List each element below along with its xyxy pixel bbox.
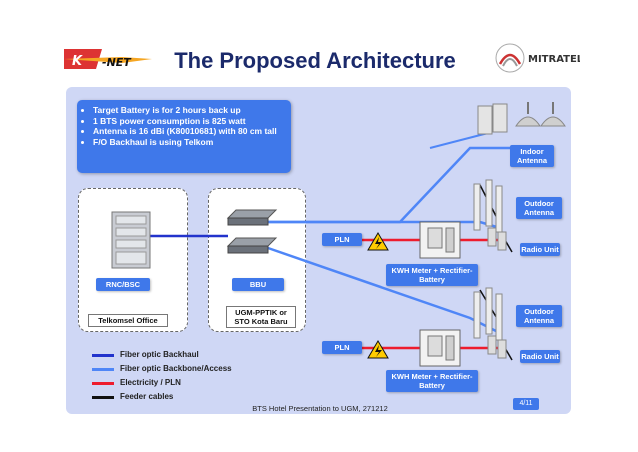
bbu-unit-icon	[226, 209, 278, 254]
pln-label: PLN	[322, 233, 362, 246]
legend-line-fiber-backhaul	[92, 354, 114, 357]
kwh-meter-label: KWH Meter + Rectifier-Battery	[386, 370, 478, 392]
footer-text: BTS Hotel Presentation to UGM, 271212	[252, 404, 388, 413]
mitratel-logo: MITRATEL	[488, 40, 584, 76]
electricity-warning-icon	[367, 340, 389, 359]
legend-line-feeder	[92, 396, 114, 399]
page-number: 4/11	[513, 398, 539, 410]
legend-label: Feeder cables	[120, 392, 174, 401]
rnc-bsc-rack-icon	[111, 211, 151, 269]
ugm-label: UGM-PPTIK or STO Kota Baru	[226, 306, 296, 328]
svg-text:MITRATEL: MITRATEL	[528, 54, 580, 65]
svg-text:K: K	[72, 54, 83, 69]
notes-box: Target Battery is for 2 hours back up 1 …	[77, 100, 291, 173]
radio-unit-label: Radio Unit	[520, 350, 560, 363]
kwh-cabinet-icon	[419, 329, 461, 367]
indoor-antenna-icon	[477, 102, 566, 135]
outdoor-antenna-icon	[473, 179, 507, 251]
knet-logo: K -NET	[62, 45, 154, 73]
bbu-label: BBU	[232, 278, 284, 291]
kwh-meter-label: KWH Meter + Rectifier-Battery	[386, 264, 478, 286]
note-item: Antenna is 16 dBi (K80010681) with 80 cm…	[93, 126, 285, 137]
legend-label: Fiber optic Backbone/Access	[120, 364, 232, 373]
fiber-access-line-site2	[267, 246, 499, 334]
electricity-warning-icon	[367, 232, 389, 251]
outdoor-antenna-label: Outdoor Antenna	[516, 305, 562, 327]
svg-text:-NET: -NET	[102, 56, 132, 69]
fiber-access-line-site1	[268, 220, 501, 230]
radio-unit-label: Radio Unit	[520, 243, 560, 256]
legend-line-fiber-backbone	[92, 368, 114, 371]
kwh-cabinet-icon	[419, 221, 461, 259]
note-item: 1 BTS power consumption is 825 watt	[93, 116, 285, 127]
rnc-bsc-label: RNC/BSC	[96, 278, 150, 291]
legend-line-electricity	[92, 382, 114, 385]
pln-label: PLN	[322, 341, 362, 354]
outdoor-antenna-icon	[473, 287, 507, 359]
indoor-antenna-label: Indoor Antenna	[510, 145, 554, 167]
legend-label: Electricity / PLN	[120, 378, 181, 387]
page-title: The Proposed Architecture	[174, 48, 456, 73]
indoor-feed-line	[429, 131, 493, 149]
note-item: Target Battery is for 2 hours back up	[93, 105, 285, 116]
fiber-access-line-indoor	[268, 146, 548, 224]
telkomsel-office-label: Telkomsel Office	[88, 314, 168, 327]
note-item: F/O Backhaul is using Telkom	[93, 137, 285, 148]
outdoor-antenna-label: Outdoor Antenna	[516, 197, 562, 219]
legend-label: Fiber optic Backhaul	[120, 350, 199, 359]
